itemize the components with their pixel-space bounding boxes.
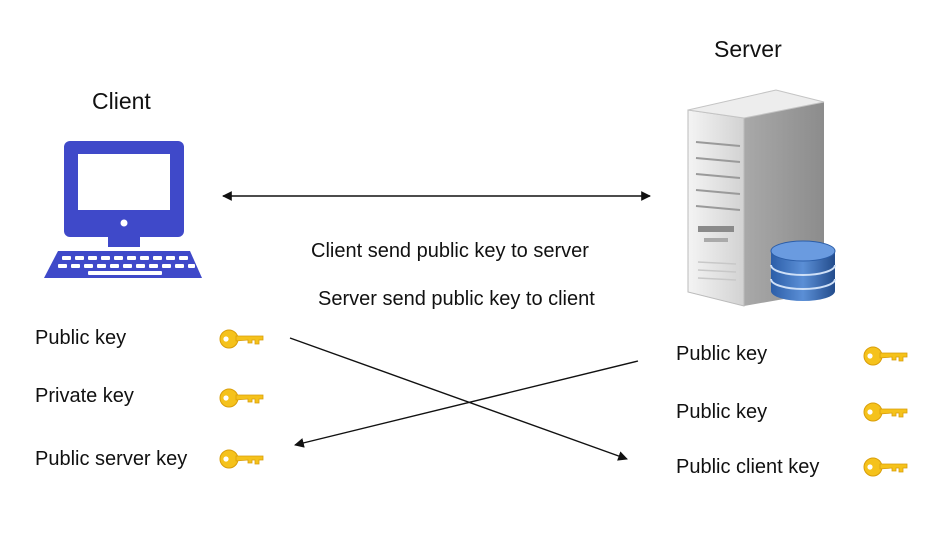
client-title: Client	[92, 88, 151, 114]
client-to-server-message: Client send public key to server	[311, 240, 589, 262]
key-icon	[219, 388, 264, 408]
key-icon	[219, 329, 264, 349]
client-public-key-label: Public key	[35, 327, 127, 349]
database-icon	[770, 240, 836, 301]
client-public-server-key-label: Public server key	[35, 448, 188, 470]
server-title: Server	[714, 36, 782, 62]
key-icon	[219, 449, 264, 469]
server-to-client-arrow	[294, 360, 639, 448]
key-icon	[863, 346, 908, 366]
server-to-client-message: Server send public key to client	[318, 288, 595, 310]
server-public-client-key-label: Public client key	[676, 456, 820, 478]
client-private-key-label: Private key	[35, 385, 134, 407]
server-public-key-label-2: Public key	[676, 401, 768, 423]
server-public-key-label: Public key	[676, 343, 768, 365]
client-to-server-arrow	[289, 337, 628, 461]
key-icon	[863, 402, 908, 422]
computer-icon	[44, 141, 202, 278]
key-icon	[863, 457, 908, 477]
